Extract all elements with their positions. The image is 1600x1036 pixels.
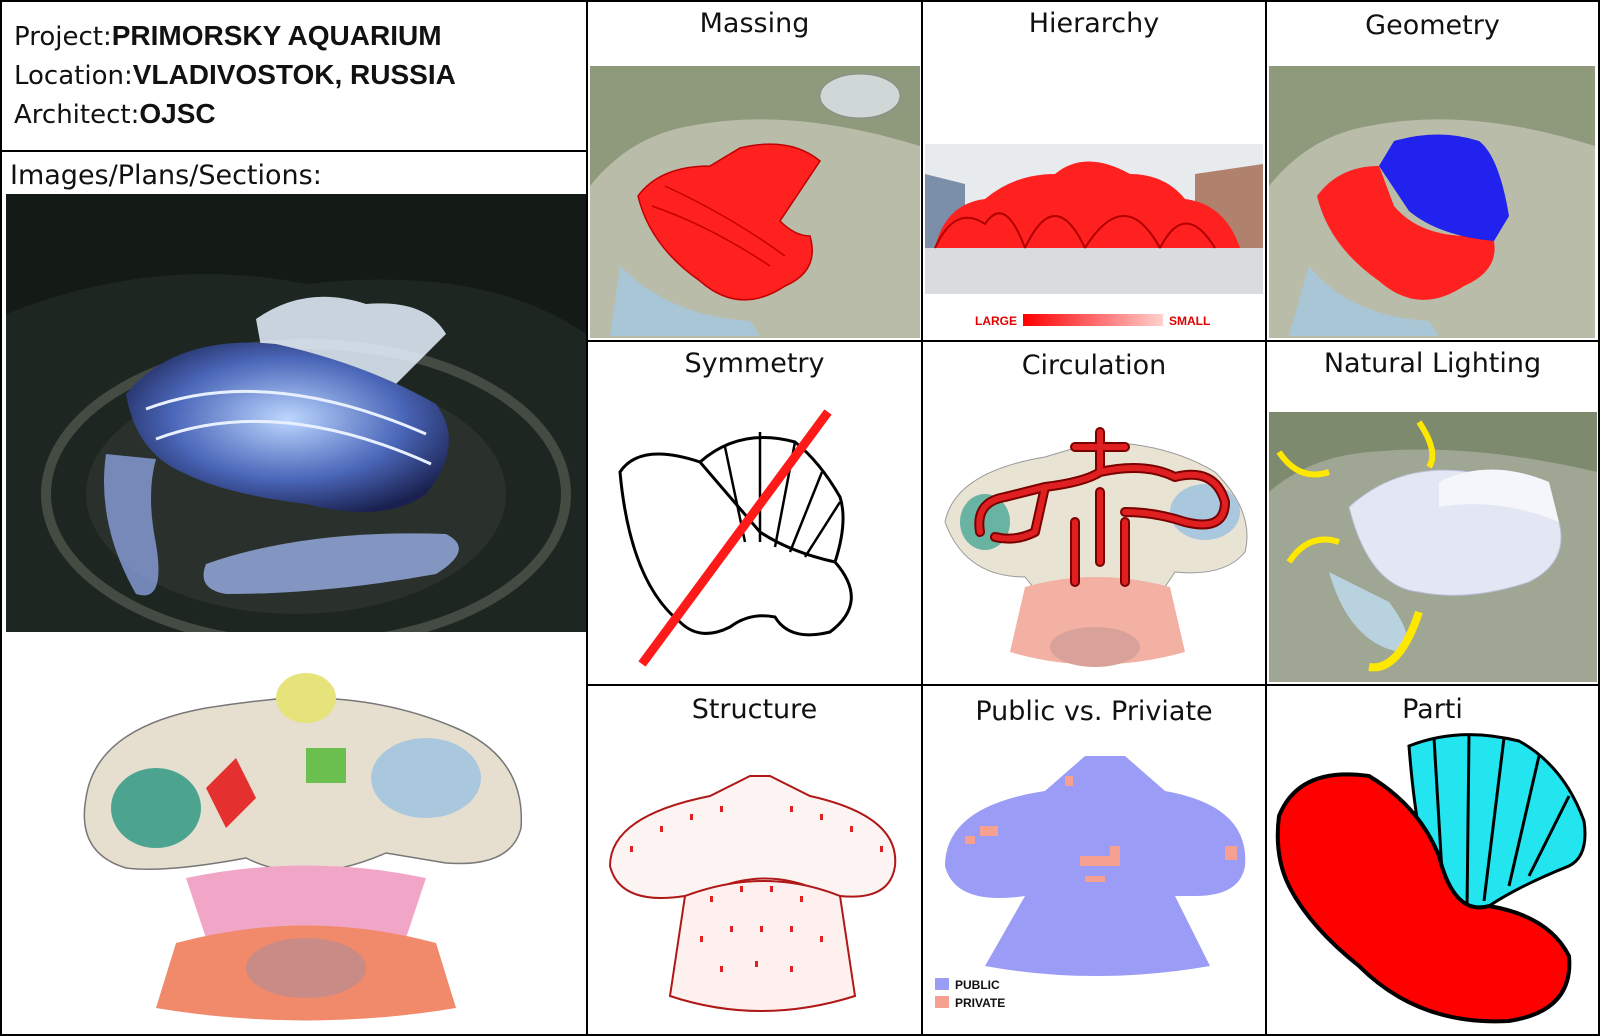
architect-label: Architect: <box>14 100 140 130</box>
geometry-panel: Geometry <box>1265 0 1600 342</box>
images-plans-panel: Images/Plans/Sections: <box>0 150 588 1036</box>
location-value: VLADIVOSTOK, RUSSIA <box>132 59 456 90</box>
circulation-panel: Circulation <box>921 340 1267 686</box>
floor-plan-image <box>6 638 586 1028</box>
public-legend-label: PUBLIC <box>955 978 1000 992</box>
geometry-title: Geometry <box>1365 10 1500 41</box>
public-private-panel: Public vs. Priviate PUBLIC PRIVATE <box>921 684 1267 1036</box>
circulation-diagram <box>944 427 1248 667</box>
massing-diagram <box>590 66 920 338</box>
hierarchy-diagram <box>925 144 1263 294</box>
architect-value: OJSC <box>139 98 216 129</box>
night-aerial-render <box>6 194 586 632</box>
hierarchy-panel: Hierarchy LARGE SMALL <box>921 0 1267 342</box>
parti-diagram <box>1275 733 1587 1024</box>
symmetry-panel: Symmetry <box>586 340 923 686</box>
circulation-title: Circulation <box>1021 350 1167 381</box>
project-row: Project:PRIMORSKY AQUARIUM <box>14 20 442 52</box>
geometry-diagram <box>1269 66 1595 338</box>
location-label: Location: <box>14 61 133 91</box>
parti-panel: Parti <box>1265 684 1600 1036</box>
private-legend-label: PRIVATE <box>955 996 1006 1010</box>
public-swatch <box>935 978 949 990</box>
massing-panel: Massing <box>586 0 923 342</box>
architect-row: Architect:OJSC <box>14 98 216 130</box>
natural-lighting-diagram <box>1269 412 1597 682</box>
project-info-panel: Project:PRIMORSKY AQUARIUM Location:VLAD… <box>0 0 588 152</box>
project-label: Project: <box>14 22 112 52</box>
hierarchy-title: Hierarchy <box>1028 8 1160 39</box>
project-name: PRIMORSKY AQUARIUM <box>111 20 442 51</box>
symmetry-title: Symmetry <box>684 348 825 379</box>
structure-title: Structure <box>691 694 818 725</box>
public-private-diagram <box>945 756 1246 976</box>
massing-title: Massing <box>699 8 810 39</box>
hierarchy-scale-bar <box>1023 314 1163 326</box>
public-private-title: Public vs. Priviate <box>975 696 1213 727</box>
natural-lighting-title: Natural Lighting <box>1323 348 1542 379</box>
natural-lighting-panel: Natural Lighting <box>1265 340 1600 686</box>
scale-large-label: LARGE <box>975 314 1017 328</box>
parti-title: Parti <box>1402 694 1463 725</box>
structure-panel: Structure <box>586 684 923 1036</box>
location-row: Location:VLADIVOSTOK, RUSSIA <box>14 59 456 91</box>
private-swatch <box>935 996 949 1008</box>
images-heading: Images/Plans/Sections: <box>10 160 322 191</box>
symmetry-diagram <box>618 409 853 667</box>
structure-diagram <box>608 775 897 1012</box>
scale-small-label: SMALL <box>1169 314 1211 328</box>
